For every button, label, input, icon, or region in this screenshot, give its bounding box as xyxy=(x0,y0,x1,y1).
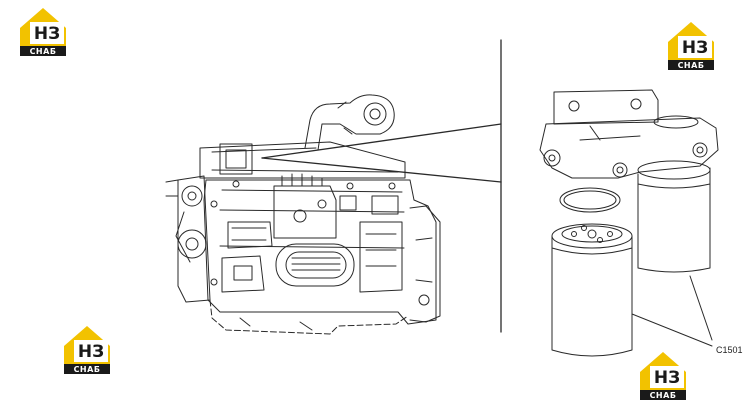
logo-bottom-text: СНАБ xyxy=(650,391,677,400)
logo-bottom-text: СНАБ xyxy=(30,47,57,56)
logo-top-text: НЗ xyxy=(682,38,708,58)
logo-top-text: НЗ xyxy=(78,342,104,362)
logo-bottom-text: СНАБ xyxy=(74,365,101,374)
brand-logo-bottom-right: НЗ СНАБ xyxy=(636,348,690,402)
engine-drawing xyxy=(165,94,441,335)
brand-logo-top-left: НЗ СНАБ xyxy=(16,4,70,58)
logo-top-text: НЗ xyxy=(654,368,680,388)
brand-logo-bottom-left: НЗ СНАБ xyxy=(60,322,114,376)
logo-bottom-text: СНАБ xyxy=(678,61,705,70)
detail-callout-lines xyxy=(261,39,502,333)
logo-top-text: НЗ xyxy=(34,24,60,44)
fuel-filter-assembly xyxy=(539,89,719,357)
part-number-label: C1501 xyxy=(716,345,743,355)
brand-logo-top-right: НЗ СНАБ xyxy=(664,18,718,72)
